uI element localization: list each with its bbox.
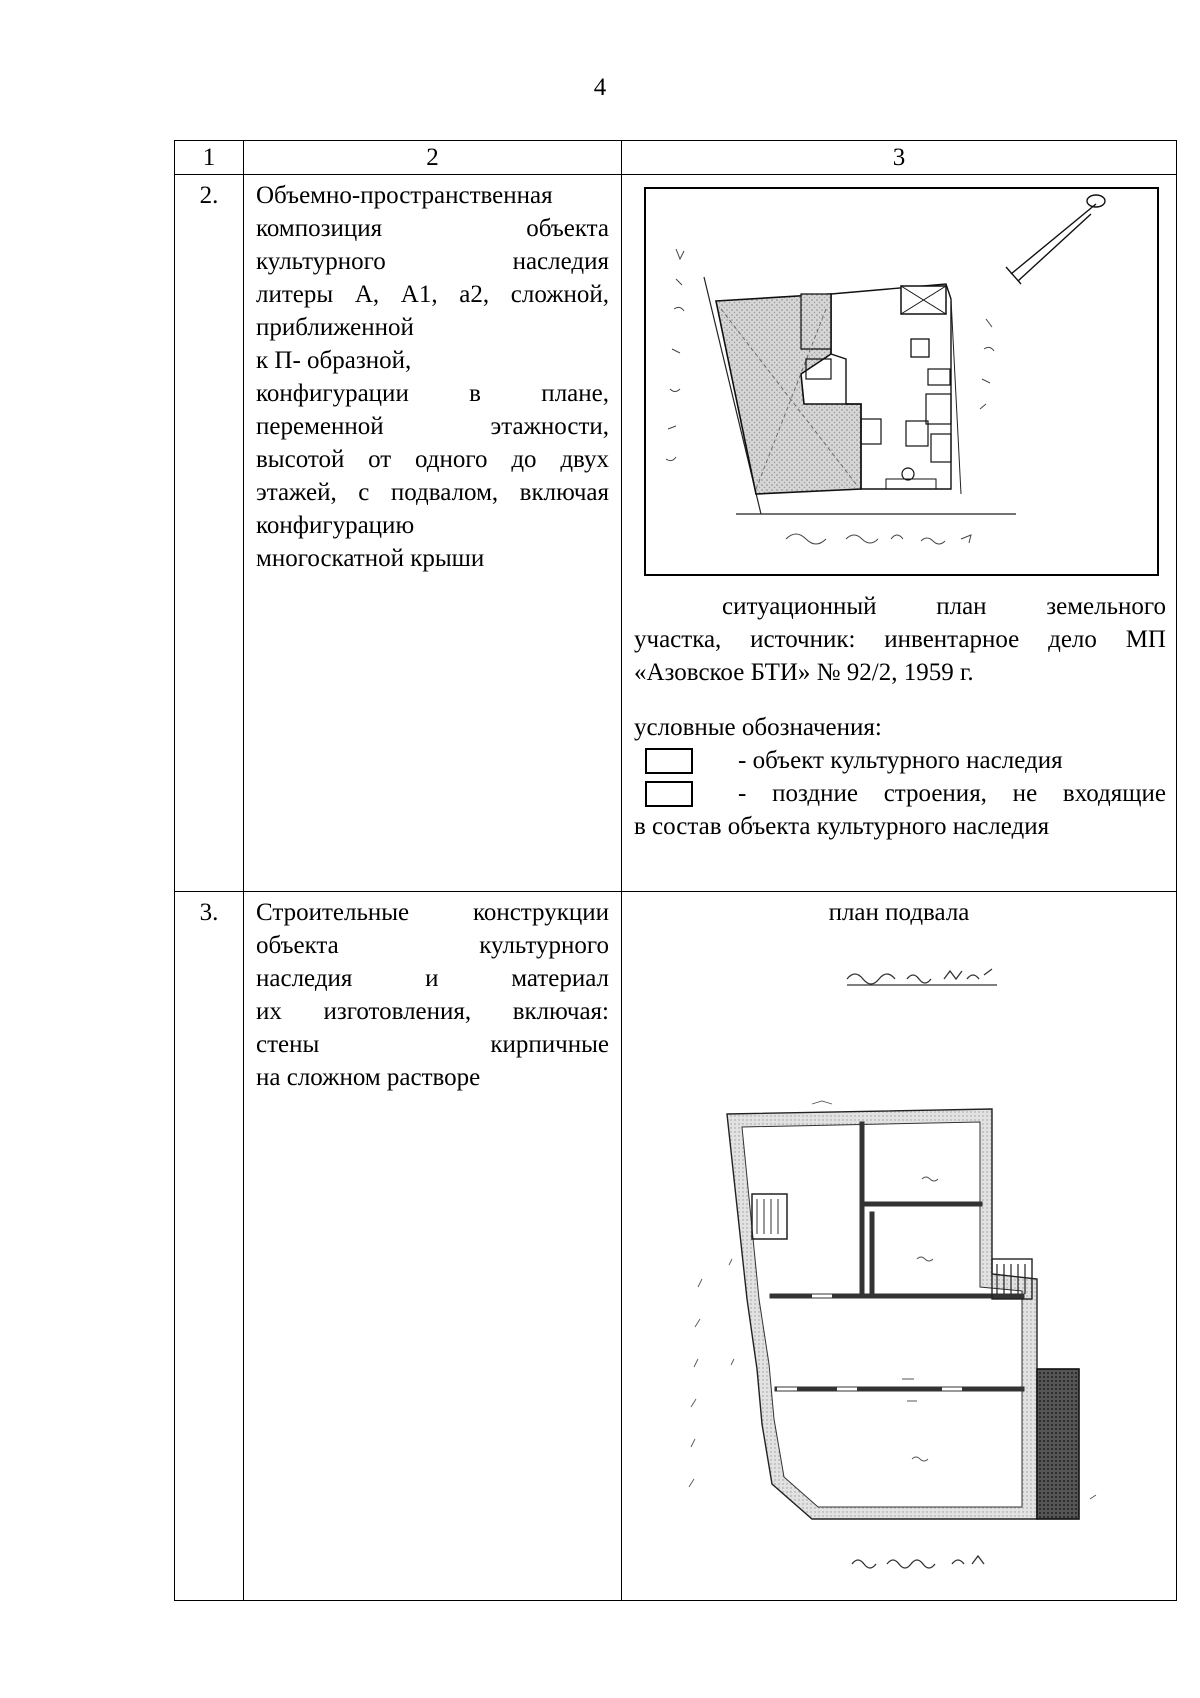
caption-line: «Азовское БТИ» № 92/2, 1959 г.: [634, 659, 974, 686]
row-illustration: ситуационный план земельного участка, ис…: [621, 174, 1177, 892]
desc-line: наследия и материал: [256, 965, 609, 992]
legend-item: - поздние строения, не входящие: [634, 777, 1166, 810]
legend-label-continuation: в состав объекта культурного наследия: [634, 813, 1050, 840]
basement-plan-title: план подвала: [828, 899, 970, 926]
desc-line: литеры А, А1, а2, сложной,: [256, 281, 609, 308]
header-cell-1: 1: [174, 140, 244, 175]
site-plan-caption: ситуационный план земельного участка, ис…: [622, 590, 1176, 689]
desc-line: высотой от одного до двух: [256, 446, 609, 473]
basement-plan-image: [662, 939, 1176, 1579]
desc-line: культурного наследия: [256, 248, 609, 275]
desc-line: стены кирпичные: [256, 1031, 609, 1058]
caption-line: участка, источник: инвентарное дело МП: [634, 626, 1166, 653]
legend-swatch-heritage: [645, 748, 693, 774]
row-illustration: план подвала: [621, 891, 1177, 1601]
site-plan-image: [644, 187, 1159, 576]
header-cell-3: 3: [621, 140, 1177, 175]
desc-line: Объемно-пространственная: [256, 182, 553, 209]
row-description: Объемно-пространственная композиция объе…: [243, 174, 622, 892]
desc-line: объекта культурного: [256, 932, 609, 959]
desc-line: приближенной: [256, 314, 414, 341]
desc-line: переменной этажности,: [256, 413, 609, 440]
legend-title: условные обозначения:: [634, 714, 882, 741]
row-number: 2.: [174, 174, 244, 892]
legend-label: - поздние строения, не входящие: [738, 780, 1166, 807]
page-number: 4: [593, 74, 607, 101]
legend-label: - объект культурного наследия: [738, 747, 1063, 774]
desc-line: конфигурации в плане,: [256, 380, 609, 407]
desc-line: конфигурацию: [256, 512, 415, 539]
desc-line: на сложном растворе: [256, 1064, 481, 1091]
table-row: 3. Строительные конструкции объекта куль…: [174, 891, 1177, 1601]
desc-line: этажей, с подвалом, включая: [256, 479, 609, 506]
desc-line: к П- образной,: [256, 347, 412, 374]
row-description: Строительные конструкции объекта культур…: [243, 891, 622, 1601]
row-number: 3.: [174, 891, 244, 1601]
desc-line: композиция объекта: [256, 215, 609, 242]
legend-item: - объект культурного наследия: [634, 744, 1166, 777]
header-cell-2: 2: [243, 140, 622, 175]
table-row: 2. Объемно-пространственная композиция о…: [174, 174, 1177, 892]
legend-swatch-later-buildings: [645, 781, 693, 807]
document-table: 1 2 3 2. Объемно-пространственная композ…: [174, 140, 1177, 1601]
desc-line: их изготовления, включая:: [256, 998, 609, 1025]
desc-line: многоскатной крыши: [256, 545, 485, 572]
desc-line: Строительные конструкции: [256, 899, 609, 926]
table-header-row: 1 2 3: [174, 140, 1177, 175]
caption-line: ситуационный план земельного: [722, 593, 1166, 620]
